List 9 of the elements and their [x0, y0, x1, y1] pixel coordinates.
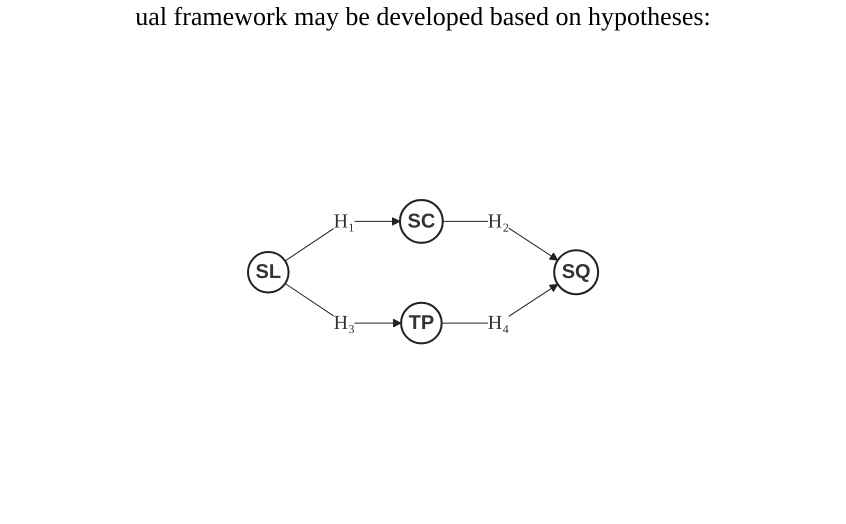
heading-text: ual framework may be developed based on hypotheses:	[135, 2, 711, 32]
edge-label: H₃	[334, 312, 355, 334]
node-circle: SQ	[553, 250, 600, 296]
edge-label: H₁	[334, 210, 355, 233]
node-circle: SL	[246, 251, 290, 294]
edge-label: H₄	[488, 312, 510, 334]
node-circle: SC	[398, 199, 444, 244]
edge-label: H₂	[488, 210, 510, 233]
node-circle: TP	[400, 302, 443, 345]
